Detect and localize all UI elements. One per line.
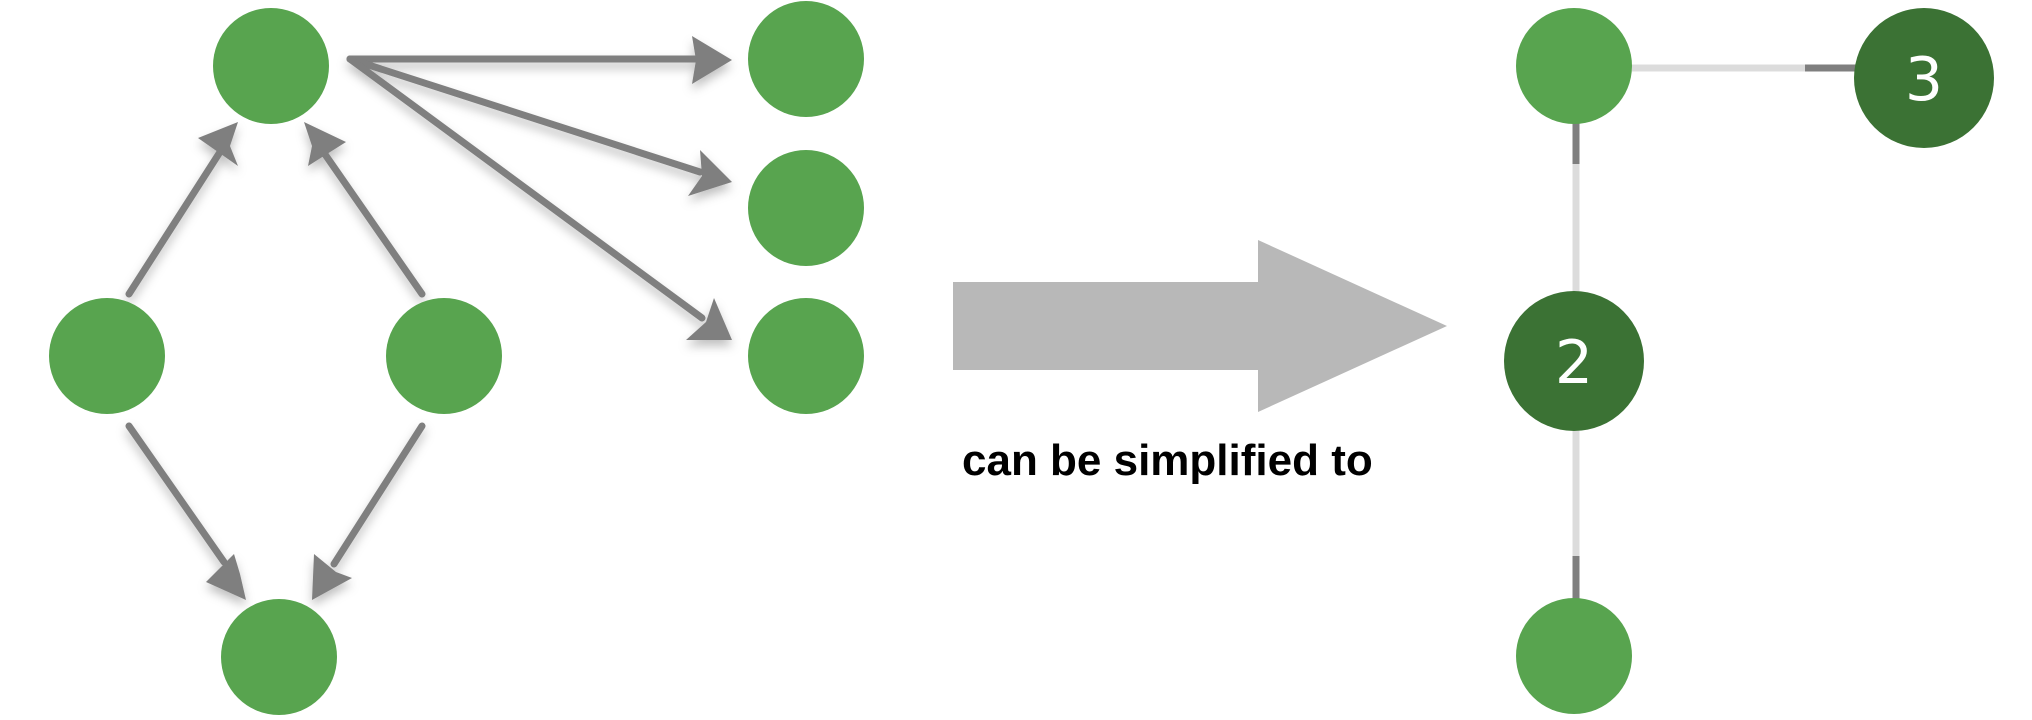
edge-arrow <box>312 422 426 600</box>
graph-node <box>748 150 864 266</box>
node-label: 3 <box>1905 45 1943 115</box>
edge-arrow <box>346 55 732 196</box>
edge-arrow <box>304 122 426 298</box>
right-graph-edges <box>1572 64 1860 600</box>
graph-node <box>1516 8 1632 124</box>
graph-node <box>49 298 165 414</box>
edge-arrow <box>346 55 732 340</box>
graph-node-labeled: 3 <box>1854 8 1994 148</box>
graph-node-labeled: 2 <box>1504 291 1644 431</box>
node-label: 2 <box>1555 328 1593 398</box>
right-arrow-icon <box>953 240 1447 412</box>
graph-node <box>386 298 502 414</box>
edge-arrow <box>125 422 246 600</box>
left-graph-nodes <box>49 1 864 715</box>
left-graph-edges <box>125 36 732 600</box>
graph-node <box>1516 598 1632 714</box>
right-graph-nodes: 3 2 <box>1504 8 1994 714</box>
graph-node <box>213 8 329 124</box>
transform-caption: can be simplified to <box>962 436 1373 485</box>
edge-arrow <box>346 36 732 84</box>
graph-node <box>748 1 864 117</box>
graph-node <box>748 298 864 414</box>
edge-arrow <box>125 122 238 298</box>
graph-node <box>221 599 337 715</box>
